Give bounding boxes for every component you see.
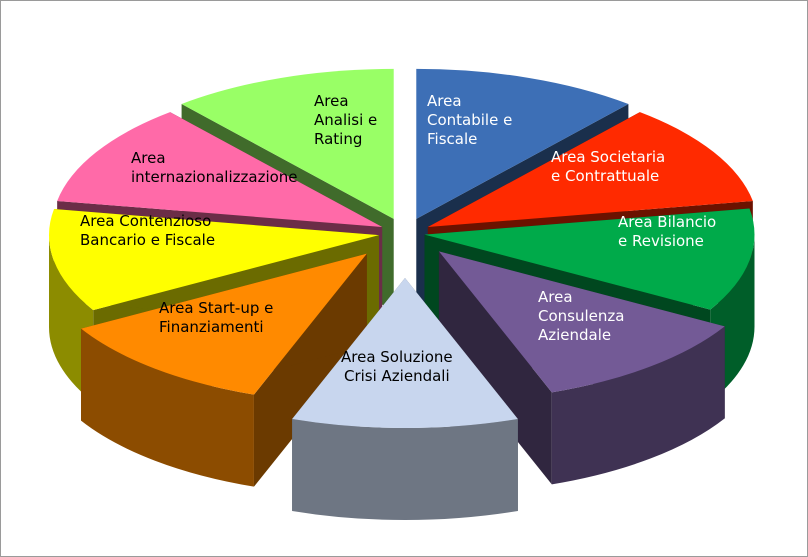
slice-top [57,112,383,227]
slice-label-3: Area Consulenza Aziendale [538,288,625,344]
slice-top [427,112,753,227]
slice-label-7: Area internazionalizzazione [131,149,298,186]
slice-label-1: Area Societaria e Contrattuale [551,148,666,185]
slice-top [424,208,755,310]
slice-top [438,251,725,393]
pie-slice-4 [292,278,518,520]
pie-slice-3 [438,251,725,485]
pie-slice-5 [81,253,367,487]
slice-label-2: Area Bilancio e Revisione [618,213,717,250]
slice-label-8: Area Analisi e Rating [314,92,378,148]
slice-top [49,209,380,311]
slice-wall [438,251,552,485]
slice-label-0: Area Contabile e Fiscale [427,92,513,148]
slice-label-4: Area Soluzione Crisi Aziendali [341,348,453,385]
slice-top [81,253,367,395]
slice-top [416,68,629,219]
slice-rim [81,328,254,487]
slice-top [292,278,518,428]
slice-label-6: Area Contenzioso Bancario e Fiscale [80,212,216,249]
slice-label-5: Area Start-up e Finanziamenti [159,299,274,336]
slice-top [181,68,394,219]
slice-rim [292,418,518,520]
slice-rim [551,326,725,485]
